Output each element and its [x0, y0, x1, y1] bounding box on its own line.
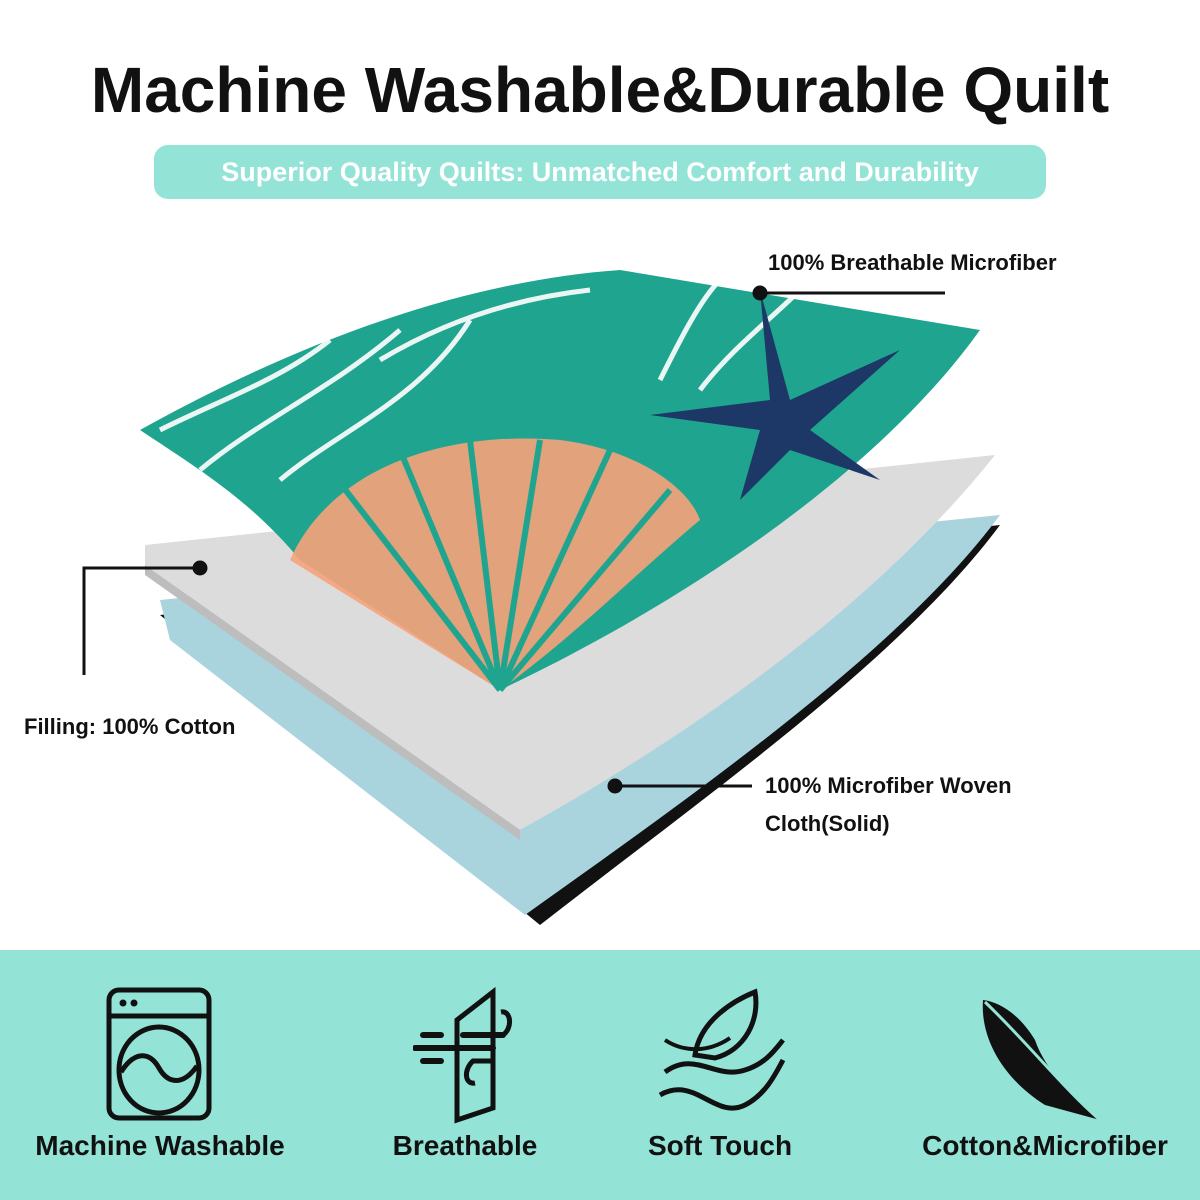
leaf-feather-icon [982, 1000, 1101, 1122]
feature-breathable: Breathable [315, 950, 615, 1200]
quilt-layers-illustration [82, 270, 1000, 925]
callout-filling: Filling: 100% Cotton [24, 714, 236, 739]
filling-layer-edge [145, 565, 520, 840]
coral-pattern [290, 438, 700, 690]
subtitle-banner: Superior Quality Quilts: Unmatched Comfo… [154, 145, 1046, 199]
features-bar: Machine Washable Breathable Soft Touch C… [0, 950, 1200, 1200]
washing-machine-icon [106, 987, 212, 1121]
callout-lines [82, 285, 945, 794]
callout-top-layer: 100% Breathable Microfiber [768, 250, 1057, 275]
callout-backing-line1: 100% Microfiber Woven [765, 773, 1012, 798]
coral-stripes [327, 439, 673, 692]
feature-cotton-microfiber: Cotton&Microfiber [895, 950, 1195, 1200]
page-title: Machine Washable&Durable Quilt [90, 54, 1110, 126]
feature-label: Machine Washable [35, 1130, 285, 1161]
feather-soft-icon [658, 988, 786, 1111]
feature-soft-touch: Soft Touch [570, 950, 870, 1200]
callout-backing-line2: Cloth(Solid) [765, 811, 890, 836]
feature-machine-washable: Machine Washable [10, 950, 310, 1200]
feature-label: Breathable [392, 1130, 538, 1161]
feature-label: Cotton&Microfiber [922, 1130, 1168, 1161]
white-coral-pattern [158, 278, 802, 482]
breathable-icon [413, 986, 512, 1124]
feature-label: Soft Touch [647, 1130, 793, 1161]
starfish-pattern [650, 290, 900, 500]
